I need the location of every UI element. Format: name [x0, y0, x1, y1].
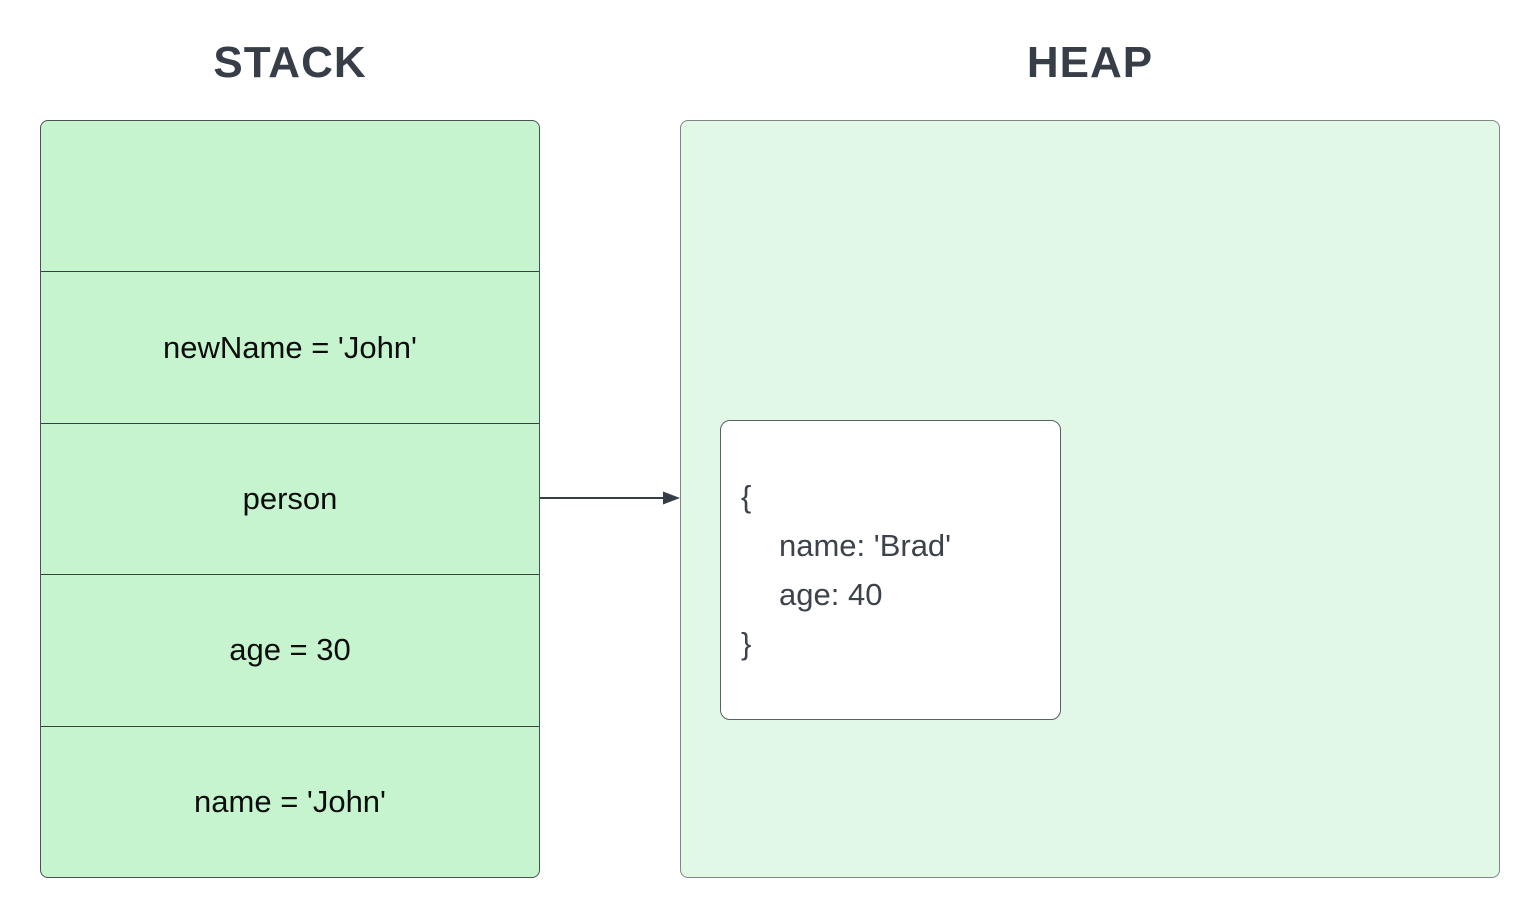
heap-title: HEAP	[1026, 38, 1154, 87]
stack-box: newName = 'John' person age = 30 name = …	[40, 120, 540, 878]
stack-cell-label: name = 'John'	[194, 783, 386, 819]
heap-box: { name: 'Brad' age: 40 }	[680, 120, 1500, 878]
person-to-object-arrow-icon	[540, 491, 680, 505]
stack-title: STACK	[213, 38, 367, 87]
stack-cell-label: age = 30	[229, 632, 351, 668]
stack-cell-name: name = 'John'	[41, 725, 539, 877]
stack-cell-person: person	[41, 422, 539, 574]
object-close-brace: }	[741, 626, 752, 661]
stack-cell-newname: newName = 'John'	[41, 271, 539, 422]
object-property-age: age: 40	[779, 577, 883, 612]
stack-cell-label: person	[242, 481, 338, 517]
stack-cell-empty	[41, 121, 539, 271]
stack-cell-label: newName = 'John'	[163, 329, 417, 365]
object-open-brace: {	[741, 479, 752, 514]
object-property-name: name: 'Brad'	[779, 528, 952, 563]
stack-cell-age: age = 30	[41, 574, 539, 725]
heap-object-card: { name: 'Brad' age: 40 }	[720, 420, 1061, 720]
